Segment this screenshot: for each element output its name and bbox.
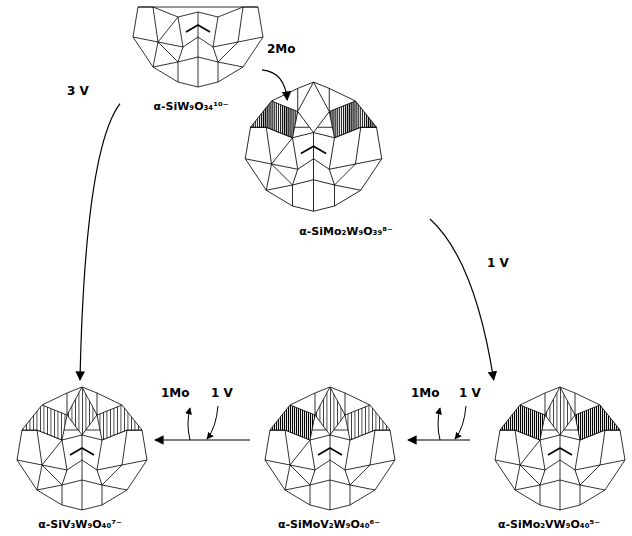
reaction-arrow: [262, 70, 287, 100]
formula-label: α-SiV₃W₉O₄₀⁷⁻: [6, 518, 154, 531]
structure-node: α-SiW₉O₃₄¹⁰⁻: [120, 2, 262, 115]
structure-node: α-SiMo₂W₉O₃₉⁸⁻: [262, 100, 430, 240]
formula-label: α-SiMoV₂W₉O₄₀⁶⁻: [251, 518, 407, 531]
reaction-arrow: [80, 104, 120, 380]
reaction-arrow: [408, 439, 470, 440]
reagent-label: 1 V: [458, 386, 482, 400]
structure-node: α-SiMo₂VW₉O₄₀⁵⁻: [470, 380, 628, 533]
leaving-reagent-label: 1Mo: [410, 386, 441, 400]
structure-node: α-SiMoV₂W₉O₄₀⁶⁻: [250, 380, 408, 533]
formula-label: α-SiW₉O₃₄¹⁰⁻: [121, 100, 261, 113]
formula-label: α-SiMo₂VW₉O₄₀⁵⁻: [471, 518, 627, 531]
structure-node: α-SiV₃W₉O₄₀⁷⁻: [5, 380, 155, 533]
formula-label: α-SiMo₂W₉O₃₉⁸⁻: [263, 225, 429, 238]
reagent-label: 2Mo: [266, 42, 297, 56]
reaction-arrow: [430, 219, 494, 380]
reagent-label: 1 V: [210, 386, 234, 400]
reagent-label: 3 V: [66, 84, 90, 98]
reagent-label: 1 V: [486, 256, 510, 270]
reaction-arrow: [155, 439, 250, 440]
leaving-reagent-label: 1Mo: [160, 386, 191, 400]
